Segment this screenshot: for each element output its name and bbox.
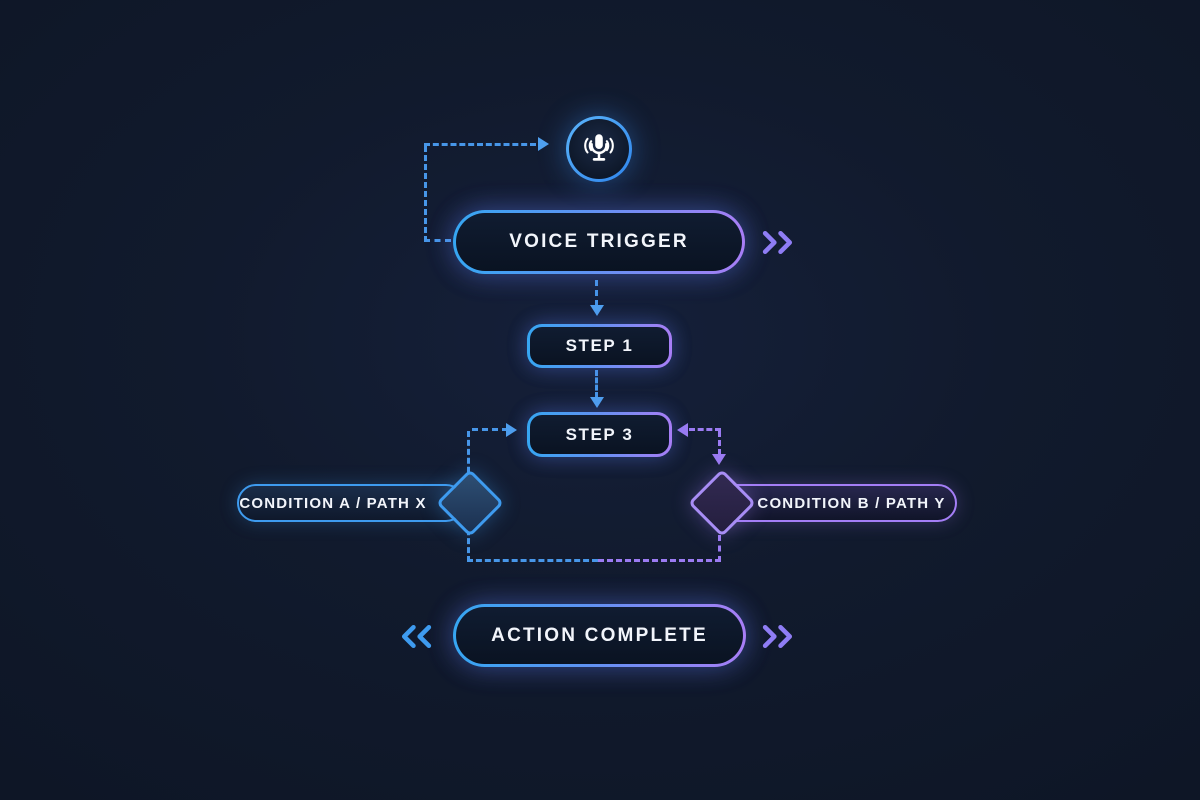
arrowhead-into-step3-right	[677, 423, 688, 437]
arrowhead-into-step3-left	[506, 423, 517, 437]
step-3-label: STEP 3	[530, 415, 669, 454]
connector-loop-stub	[424, 239, 451, 242]
step-1-label: STEP 1	[530, 327, 669, 365]
connector-step1-step3	[595, 370, 598, 398]
condition-a-label: CONDITION A / PATH X	[239, 494, 427, 512]
connector-loop-vertical	[424, 146, 427, 242]
double-chevron-right-icon	[762, 230, 793, 255]
decision-diamond-b	[688, 469, 756, 537]
microphone-icon	[584, 134, 614, 161]
double-chevron-left-icon	[401, 624, 432, 649]
node-step-3: STEP 3	[527, 412, 672, 457]
connector-bottom-right	[598, 559, 721, 562]
connector-trigger-step1	[595, 280, 598, 306]
node-voice-trigger: VOICE TRIGGER	[453, 210, 745, 274]
connector-bottom-left	[467, 559, 598, 562]
arrowhead-to-step1	[590, 305, 604, 316]
decision-diamond-a	[436, 469, 504, 537]
connector-loop-horizontal	[424, 143, 536, 146]
action-complete-label: ACTION COMPLETE	[456, 607, 743, 664]
arrowhead-to-step3	[590, 397, 604, 408]
connector-condition-b-vertical-top	[718, 431, 721, 455]
voice-trigger-label: VOICE TRIGGER	[456, 213, 742, 271]
condition-b-label: CONDITION B / PATH Y	[757, 494, 946, 512]
arrowhead-into-condition-b	[712, 454, 726, 465]
node-condition-a: CONDITION A / PATH X	[237, 484, 465, 522]
node-step-1: STEP 1	[527, 324, 672, 368]
connector-step3-condition-b	[689, 428, 721, 431]
node-action-complete: ACTION COMPLETE	[453, 604, 746, 667]
connector-condition-b-vertical-bottom	[718, 535, 721, 562]
voice-input-node	[566, 116, 632, 182]
double-chevron-right-icon	[762, 624, 793, 649]
connector-condition-a-step3	[472, 428, 508, 431]
arrowhead-to-mic	[538, 137, 549, 151]
